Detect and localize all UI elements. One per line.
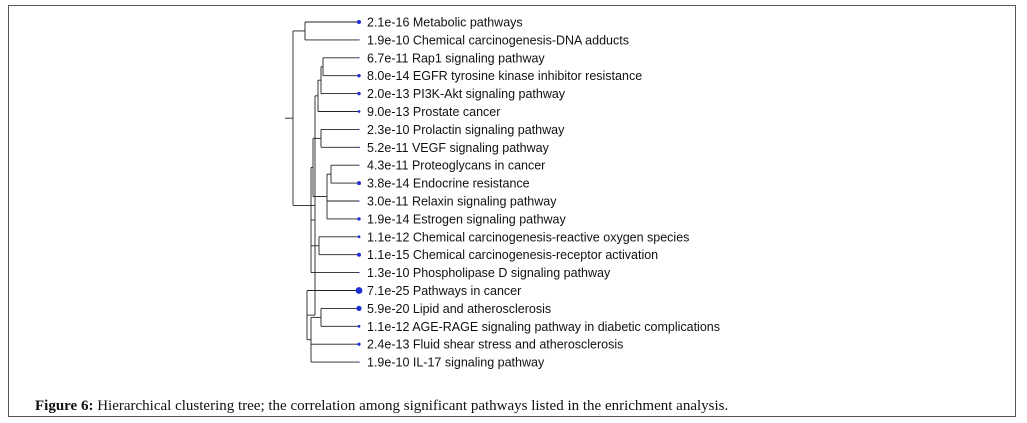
leaf-dot [357,181,361,186]
leaf-name: Rap1 signaling pathway [408,51,545,65]
leaf-label: 7.1e-25 Pathways in cancer [367,284,521,298]
leaf-label: 8.0e-14 EGFR tyrosine kinase inhibitor r… [367,69,642,83]
leaf-pvalue: 7.1e-25 [367,284,409,298]
leaf-dot [358,39,360,41]
leaf-pvalue: 6.7e-11 [367,51,409,65]
leaf-label: 1.1e-15 Chemical carcinogenesis-receptor… [367,248,658,262]
leaf-name: Chemical carcinogenesis-DNA adducts [409,33,629,47]
leaf-dot [358,200,360,202]
leaf-label: 1.9e-10 Chemical carcinogenesis-DNA addu… [367,33,629,47]
leaf-label: 5.2e-11 VEGF signaling pathway [367,141,550,155]
leaf-label: 2.3e-10 Prolactin signaling pathway [367,123,565,137]
leaf-pvalue: 8.0e-14 [367,69,409,83]
leaf-pvalue: 1.1e-12 [367,320,409,334]
leaf-dot [357,235,361,239]
leaf-label: 1.1e-12 AGE-RAGE signaling pathway in di… [367,320,720,334]
leaf-name: Estrogen signaling pathway [409,212,566,226]
leaf-pvalue: 1.9e-10 [367,356,409,370]
leaf-pvalue: 1.3e-10 [367,266,409,280]
leaf-label: 9.0e-13 Prostate cancer [367,105,500,119]
leaf-name: IL-17 signaling pathway [409,356,545,370]
leaf-dot [357,110,361,113]
leaf-dot [358,361,360,363]
leaf-pvalue: 5.2e-11 [367,141,409,155]
leaf-pvalue: 3.8e-14 [367,177,409,191]
leaf-pvalue: 5.9e-20 [367,302,409,316]
leaf-name: Lipid and atherosclerosis [409,302,551,316]
leaf-name: Phospholipase D signaling pathway [409,266,611,280]
leaf-dot [358,146,360,149]
leaf-dot [357,217,361,221]
leaf-name: Chemical carcinogenesis-reactive oxygen … [409,230,689,244]
leaf-dot [358,164,360,166]
leaf-pvalue: 1.1e-12 [367,230,409,244]
leaf-dot [357,342,361,346]
leaf-dot [358,272,360,274]
leaf-label: 1.9e-10 IL-17 signaling pathway [367,356,545,370]
leaf-name: Metabolic pathways [409,16,522,30]
leaf-name: Fluid shear stress and atherosclerosis [409,338,623,352]
leaf-label: 2.0e-13 PI3K-Akt signaling pathway [367,87,566,101]
tree-branches [285,21,359,363]
leaf-pvalue: 2.1e-16 [367,16,409,30]
leaf-pvalue: 2.3e-10 [367,123,409,137]
leaf-name: Chemical carcinogenesis-receptor activat… [409,248,658,262]
leaf-dot [357,324,361,328]
leaf-label: 1.1e-12 Chemical carcinogenesis-reactive… [367,230,689,244]
leaf-pvalue: 9.0e-13 [367,105,409,119]
leaf-label: 5.9e-20 Lipid and atherosclerosis [367,302,551,316]
leaf-name: Pathways in cancer [409,284,521,298]
leaf-name: Proteoglycans in cancer [408,159,545,173]
leaf-dot [358,57,360,59]
leaf-dot [355,287,363,294]
leaf-pvalue: 1.1e-15 [367,248,409,262]
leaf-name: Endocrine resistance [409,177,529,191]
leaf-label: 2.4e-13 Fluid shear stress and atheroscl… [367,338,623,352]
caption-text: Hierarchical clustering tree; the correl… [93,398,729,414]
leaf-dot [357,20,361,24]
leaf-pvalue: 2.4e-13 [367,338,409,352]
caption-label: Figure 6: [35,398,94,414]
leaf-pvalue: 1.9e-14 [367,212,409,226]
leaf-name: EGFR tyrosine kinase inhibitor resistanc… [409,69,642,83]
leaf-pvalue: 1.9e-10 [367,33,409,47]
leaf-name: VEGF signaling pathway [408,141,549,155]
figure-caption: Figure 6: Hierarchical clustering tree; … [35,398,728,415]
leaf-dot [357,74,361,78]
leaf-name: Prolactin signaling pathway [409,123,565,137]
leaf-label: 3.8e-14 Endocrine resistance [367,177,530,191]
leaf-label: 4.3e-11 Proteoglycans in cancer [367,159,545,173]
leaf-name: Prostate cancer [409,105,500,119]
leaf-dot [357,252,361,257]
leaf-label: 1.9e-14 Estrogen signaling pathway [367,212,567,226]
leaf-pvalue: 3.0e-11 [367,195,409,209]
leaf-pvalue: 4.3e-11 [367,159,409,173]
leaf-label: 3.0e-11 Relaxin signaling pathway [367,195,557,209]
leaf-pvalue: 2.0e-13 [367,87,409,101]
leaf-name: AGE-RAGE signaling pathway in diabetic c… [409,320,720,334]
leaf-name: PI3K-Akt signaling pathway [409,87,565,101]
leaf-dot [358,128,360,130]
leaf-label: 1.3e-10 Phospholipase D signaling pathwa… [367,266,611,280]
leaf-label: 6.7e-11 Rap1 signaling pathway [367,51,545,65]
leaf-name: Relaxin signaling pathway [408,195,557,209]
leaf-dot [356,305,362,311]
leaf-dot [357,91,361,96]
leaf-label: 2.1e-16 Metabolic pathways [367,16,523,30]
